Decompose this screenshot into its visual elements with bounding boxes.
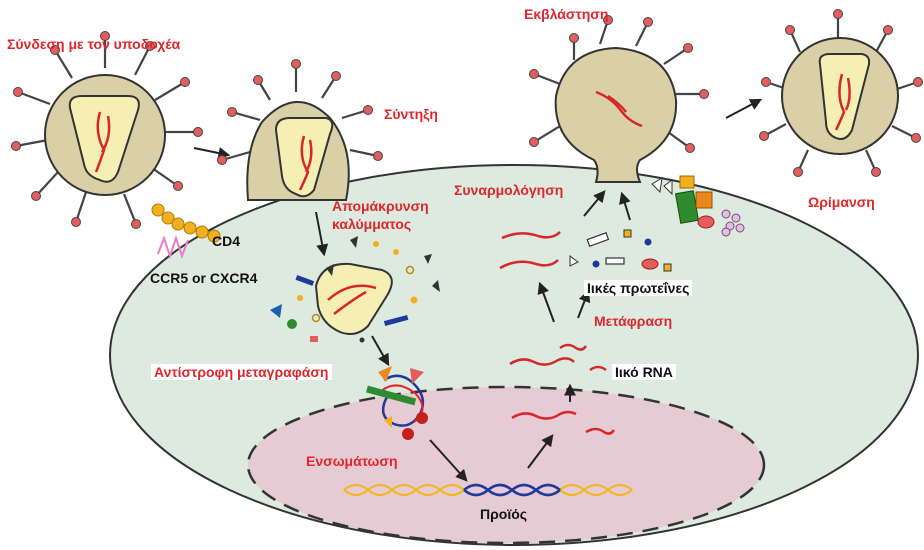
coreceptor	[157, 234, 189, 260]
budding-site-proteins	[651, 175, 745, 237]
virion-fusion	[217, 59, 383, 201]
arrow-translation-proteins	[577, 289, 591, 319]
arrow-assembly-budding-a	[583, 190, 606, 217]
label-uncoating-line1: Απομάκρυνση	[332, 198, 429, 214]
arrow-binding-fusion	[193, 147, 231, 159]
nucleus	[246, 385, 766, 545]
assembly-components	[499, 229, 672, 272]
provirus-dna	[463, 483, 561, 497]
uncoating-capsid	[314, 262, 393, 335]
label-translation: Μετάφραση	[594, 313, 673, 329]
arrow-assembly-budding-b	[619, 191, 631, 221]
arrow-integration-provirus	[429, 439, 468, 482]
capsid-fragments	[270, 236, 440, 343]
virion-binding	[11, 31, 203, 229]
arrow-provirus-rna	[527, 434, 554, 469]
label-viral-rna: Ιικό RNA	[612, 364, 676, 381]
label-reverse-transcription: Αντίστροφη μεταγραφάση	[151, 364, 332, 381]
virion-mature	[759, 9, 923, 177]
label-budding: Εκβλάστηση	[524, 6, 609, 22]
label-uncoating-line2: καλύμματος	[332, 216, 412, 232]
label-viral-proteins: Ιικές πρωτεΐνες	[584, 280, 693, 297]
label-fusion: Σύντηξη	[384, 106, 438, 122]
reverse-transcription-complex	[366, 366, 428, 440]
arrow-budding-maturation	[725, 98, 763, 119]
label-binding: Σύνδεση με τον υποδοχέα	[7, 36, 181, 52]
label-provirus: Προϊός	[480, 506, 528, 522]
label-integration: Ενσωμάτωση	[306, 453, 398, 469]
label-maturation: Ωρίμανση	[808, 194, 875, 210]
host-dna	[343, 483, 633, 497]
label-cd4: CD4	[212, 233, 241, 249]
label-coreceptor: CCR5 or CXCR4	[150, 270, 258, 286]
viral-rna-strands	[509, 343, 616, 435]
arrow-translation-assembly-left	[537, 281, 555, 323]
arrow-fusion-uncoating	[315, 211, 329, 257]
virion-budding	[529, 15, 709, 183]
label-assembly: Συναρμολόγηση	[454, 182, 564, 198]
cd4-receptor	[151, 203, 221, 243]
arrow-uncoating-rt	[371, 335, 390, 367]
